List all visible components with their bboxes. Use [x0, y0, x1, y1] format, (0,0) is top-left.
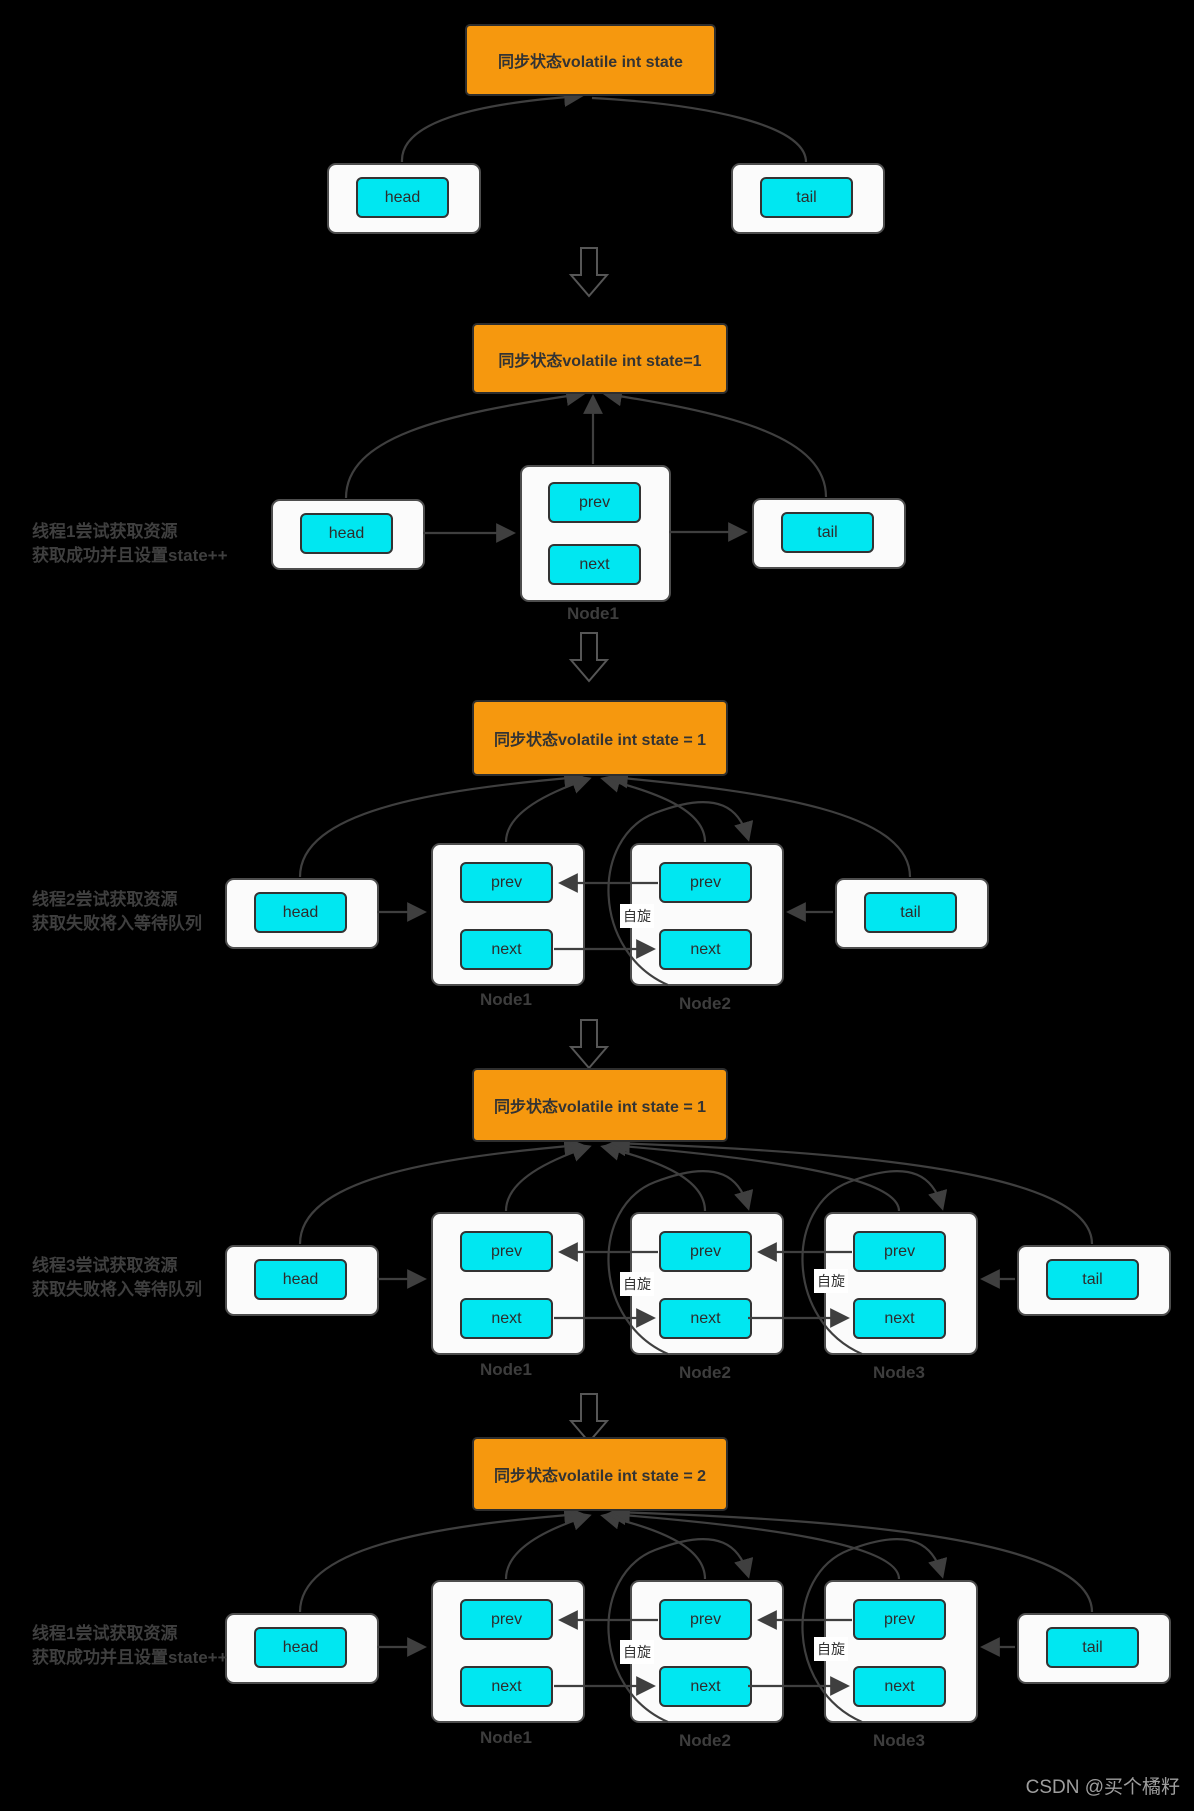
connector-node2-to-state — [600, 773, 707, 843]
node1-card: prev next — [431, 1212, 585, 1355]
connector-node1-to-state — [504, 1511, 592, 1580]
node1-card: prev next — [520, 465, 671, 602]
spin-label: 自旋 — [620, 1272, 654, 1296]
state-box: 同步状态volatile int state=1 — [472, 323, 728, 394]
next-cell: next — [853, 1666, 946, 1707]
state-box: 同步状态volatile int state — [465, 24, 716, 96]
thread-note-line1: 线程1尝试获取资源 — [32, 522, 178, 541]
thread-note-line2: 获取成功并且设置state++ — [32, 1648, 228, 1667]
thread-note-line1: 线程1尝试获取资源 — [32, 1624, 178, 1643]
connector-head-to-state — [400, 87, 584, 163]
stage-transition-arrow — [568, 1019, 610, 1070]
tail-card: tail — [1017, 1245, 1171, 1316]
state-box: 同步状态volatile int state = 2 — [472, 1437, 728, 1511]
head-card: head — [225, 1245, 379, 1316]
prev-cell: prev — [659, 1599, 752, 1640]
node2-label: Node2 — [679, 994, 731, 1013]
head-cell: head — [254, 892, 347, 933]
head-card: head — [327, 163, 481, 234]
watermark: CSDN @买个橘籽 — [1025, 1777, 1180, 1798]
spin-label: 自旋 — [620, 904, 654, 928]
thread-note: 线程1尝试获取资源 获取成功并且设置state++ — [32, 1622, 228, 1670]
node1-label: Node1 — [480, 1360, 532, 1379]
connector-node1-to-state — [504, 1142, 592, 1212]
node1-card: prev next — [431, 1580, 585, 1723]
next-cell: next — [659, 1298, 752, 1339]
node1-label: Node1 — [567, 604, 619, 623]
prev-cell: prev — [853, 1231, 946, 1272]
node2-label: Node2 — [679, 1363, 731, 1382]
connector-node2-to-state — [600, 1141, 707, 1212]
state-box: 同步状态volatile int state = 1 — [472, 700, 728, 776]
head-cell: head — [356, 177, 449, 218]
head-cell: head — [254, 1627, 347, 1668]
connector-node3-to-state — [606, 1505, 901, 1580]
connector-tail-to-state — [591, 96, 808, 163]
stage-transition-arrow — [568, 247, 610, 298]
thread-note-line2: 获取成功并且设置state++ — [32, 546, 228, 565]
next-cell: next — [460, 1666, 553, 1707]
thread-note: 线程3尝试获取资源 获取失败将入等待队列 — [32, 1254, 202, 1302]
prev-cell: prev — [460, 1231, 553, 1272]
spin-label: 自旋 — [620, 1640, 654, 1664]
spin-label: 自旋 — [814, 1269, 848, 1293]
tail-card: tail — [835, 878, 989, 949]
connector-node3-to-state — [606, 1136, 901, 1212]
node3-label: Node3 — [873, 1363, 925, 1382]
node1-label: Node1 — [480, 1728, 532, 1747]
prev-cell: prev — [548, 482, 641, 523]
prev-cell: prev — [460, 862, 553, 903]
next-cell: next — [659, 929, 752, 970]
thread-note-line2: 获取失败将入等待队列 — [32, 1280, 202, 1299]
next-cell: next — [853, 1298, 946, 1339]
tail-cell: tail — [1046, 1627, 1139, 1668]
head-cell: head — [300, 513, 393, 554]
stage-transition-arrow — [568, 632, 610, 683]
next-cell: next — [548, 544, 641, 585]
node1-card: prev next — [431, 843, 585, 986]
spin-label: 自旋 — [814, 1637, 848, 1661]
state-box: 同步状态volatile int state = 1 — [472, 1068, 728, 1142]
tail-card: tail — [1017, 1613, 1171, 1684]
thread-note-line1: 线程3尝试获取资源 — [32, 1256, 178, 1275]
prev-cell: prev — [659, 1231, 752, 1272]
thread-note: 线程1尝试获取资源 获取成功并且设置state++ — [32, 520, 228, 568]
head-cell: head — [254, 1259, 347, 1300]
connector-node1-to-state — [504, 774, 592, 843]
tail-cell: tail — [864, 892, 957, 933]
stage-transition-arrow — [568, 1393, 610, 1444]
node1-label: Node1 — [480, 990, 532, 1009]
thread-note: 线程2尝试获取资源 获取失败将入等待队列 — [32, 888, 202, 936]
tail-cell: tail — [1046, 1259, 1139, 1300]
head-card: head — [225, 1613, 379, 1684]
connector-node2-to-state — [600, 1509, 707, 1580]
tail-cell: tail — [760, 177, 853, 218]
tail-cell: tail — [781, 512, 874, 553]
thread-note-line1: 线程2尝试获取资源 — [32, 890, 178, 909]
prev-cell: prev — [659, 862, 752, 903]
tail-card: tail — [752, 498, 906, 569]
node2-label: Node2 — [679, 1731, 731, 1750]
prev-cell: prev — [460, 1599, 553, 1640]
head-card: head — [271, 499, 425, 570]
head-card: head — [225, 878, 379, 949]
thread-note-line2: 获取失败将入等待队列 — [32, 914, 202, 933]
tail-card: tail — [731, 163, 885, 234]
node3-label: Node3 — [873, 1731, 925, 1750]
prev-cell: prev — [853, 1599, 946, 1640]
next-cell: next — [659, 1666, 752, 1707]
next-cell: next — [460, 929, 553, 970]
next-cell: next — [460, 1298, 553, 1339]
